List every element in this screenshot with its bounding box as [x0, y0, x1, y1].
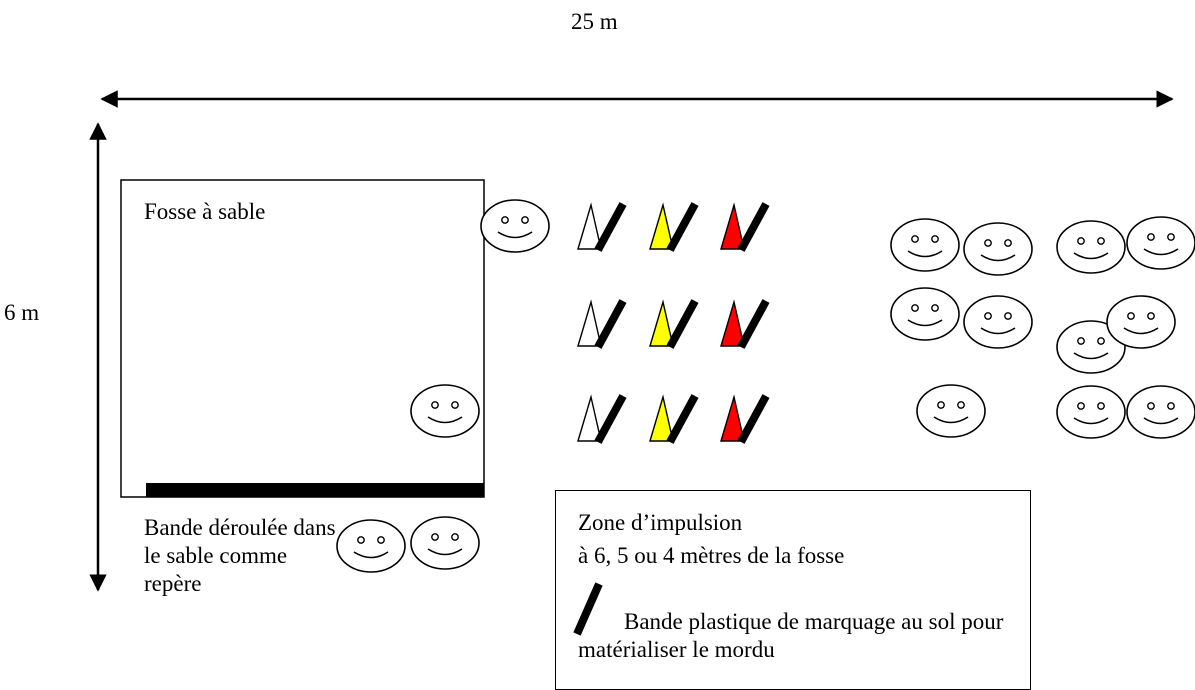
- cone-icon: [649, 202, 674, 250]
- sand-pit-label: Fosse à sable: [144, 199, 266, 224]
- cone-icon: [577, 394, 602, 442]
- cone-icon: [649, 394, 674, 442]
- smiley-face-icon: [890, 218, 960, 272]
- smiley-face-icon: [1126, 216, 1195, 270]
- reference-tape: [146, 483, 484, 497]
- smiley-face-icon: [1056, 220, 1126, 274]
- sand-pit: [120, 179, 485, 498]
- cone-icon: [577, 299, 602, 347]
- marking-tape-icon: [666, 202, 699, 252]
- marking-tape-icon: [737, 299, 770, 349]
- cone-icon: [649, 299, 674, 347]
- legend-title: Zone d’impulsion: [578, 510, 743, 535]
- cone-icon: [720, 394, 745, 442]
- smiley-face-icon: [916, 384, 986, 438]
- cone-icon: [577, 202, 602, 250]
- smiley-face-icon: [1056, 385, 1126, 439]
- marking-tape-icon: [666, 394, 699, 444]
- legend-distance: à 6, 5 ou 4 mètres de la fosse: [578, 543, 845, 568]
- smiley-face-icon: [336, 519, 406, 573]
- smiley-face-icon: [890, 287, 960, 341]
- marking-tape-icon: [594, 202, 627, 252]
- marking-tape-icon: [573, 582, 603, 636]
- cones-layer: [577, 202, 770, 444]
- marking-tape-icon: [666, 299, 699, 349]
- marking-tape-icon: [737, 394, 770, 444]
- smiley-face-icon: [963, 295, 1033, 349]
- legend-marking-text: Bande plastique de marquage au sol pour …: [578, 609, 1004, 662]
- marking-tape-icon: [737, 202, 770, 252]
- smiley-face-icon: [1106, 295, 1176, 349]
- marking-tape-icon: [594, 299, 627, 349]
- smiley-face-icon: [963, 222, 1033, 276]
- marking-tape-icon: [594, 394, 627, 444]
- height-dimension-label: 6 m: [4, 300, 40, 325]
- smiley-face-icon: [410, 516, 480, 570]
- reference-tape-label: Bande déroulée dans le sable comme repèr…: [144, 515, 336, 596]
- smiley-face-icon: [410, 384, 480, 438]
- width-dimension-label: 25 m: [571, 9, 618, 34]
- cone-icon: [720, 202, 745, 250]
- smiley-face-icon: [480, 199, 550, 253]
- smiley-face-icon: [1126, 385, 1195, 439]
- cone-icon: [720, 299, 745, 347]
